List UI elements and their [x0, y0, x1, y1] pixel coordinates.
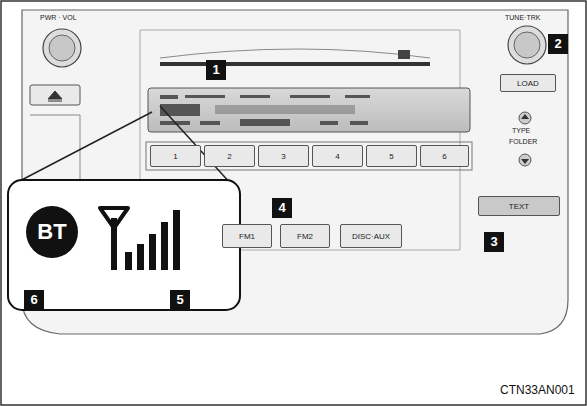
callout-number: 3: [484, 232, 504, 252]
radio-button: DISC·AUX: [340, 224, 402, 248]
radio-button: 1: [150, 145, 201, 167]
figure-code: CTN33AN001: [500, 383, 575, 397]
button-label: 1: [173, 152, 177, 161]
control-label: FOLDER: [509, 138, 537, 145]
button-label: 2: [227, 152, 231, 161]
button-label: DISC·AUX: [352, 232, 390, 241]
radio-button: FM2: [280, 224, 330, 248]
button-label: FM1: [239, 232, 255, 241]
radio-button: 2: [204, 145, 255, 167]
button-label: 4: [335, 152, 339, 161]
button-label: FM2: [297, 232, 313, 241]
button-label: 6: [442, 152, 446, 161]
button-label: 3: [281, 152, 285, 161]
radio-button: 6: [420, 145, 469, 167]
callout-number: 4: [272, 198, 292, 218]
control-label: PWR · VOL: [40, 14, 77, 21]
radio-button: 3: [258, 145, 309, 167]
radio-button: LOAD: [500, 74, 556, 92]
callout-number: 5: [170, 290, 190, 310]
control-label: TYPE: [512, 127, 530, 134]
control-label: TUNE·TRK: [505, 14, 540, 21]
radio-button: FM1: [222, 224, 272, 248]
button-label: TEXT: [509, 202, 529, 211]
callout-number: 2: [548, 34, 568, 54]
callout-number: 6: [24, 290, 44, 310]
radio-button: 5: [366, 145, 417, 167]
button-label: LOAD: [517, 79, 539, 88]
radio-button: 4: [312, 145, 363, 167]
bluetooth-icon-text: BT: [37, 219, 66, 245]
radio-button: TEXT: [478, 196, 560, 216]
callout-number: 1: [206, 60, 226, 80]
button-label: 5: [389, 152, 393, 161]
